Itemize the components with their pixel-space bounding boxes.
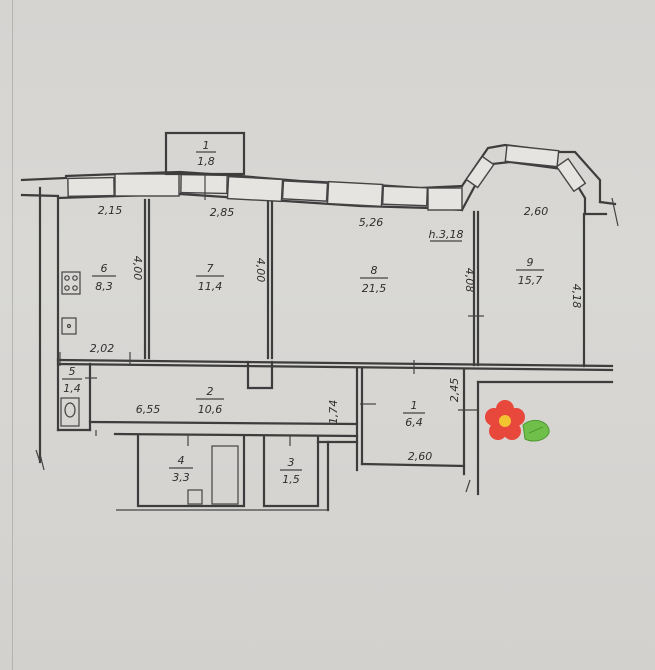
room-area: 15,7 — [518, 274, 543, 287]
dimension-ticks — [59, 352, 478, 411]
room-number: 8 — [371, 264, 378, 277]
dimension-label: 2,85 — [210, 206, 235, 219]
dimension-label: 2,60 — [524, 205, 549, 218]
room-area: 1,5 — [282, 473, 300, 486]
dimension-label: 2,02 — [90, 342, 115, 355]
room-number: 7 — [207, 262, 214, 275]
room-area: 1,8 — [197, 155, 215, 168]
room-3-label: 3 1,5 — [280, 456, 302, 486]
room-area: 10,6 — [198, 403, 223, 416]
room-area: 3,3 — [172, 471, 190, 484]
paper-margin-line — [12, 0, 13, 670]
room-number: 3 — [288, 456, 295, 469]
room-6-label: 6 8,3 — [92, 262, 116, 293]
flower-sticker-icon — [485, 400, 550, 442]
room-area: 6,4 — [405, 416, 423, 429]
dimension-label: 4,18 — [570, 284, 583, 309]
room-5-label: 5 1,4 — [62, 365, 82, 395]
room-balcony-label: 1 1,8 — [196, 139, 216, 168]
room-2-label: 2 10,6 — [196, 385, 224, 416]
dimension-label: 1,74 — [327, 400, 340, 425]
room-number: 4 — [178, 454, 185, 467]
dimension-label: 2,45 — [448, 378, 461, 403]
room-number: 2 — [207, 385, 214, 398]
dimension-label: 4,00 — [131, 256, 144, 281]
dimension-label: 4,00 — [254, 258, 267, 283]
room-number: 5 — [69, 365, 76, 378]
room-number: 1 — [203, 139, 210, 152]
facade-windows — [67, 144, 587, 211]
room-area: 8,3 — [95, 280, 113, 293]
room-number: 6 — [101, 262, 108, 275]
ceiling-height-label: h.3,18 — [429, 228, 464, 241]
toilet-icon — [60, 397, 80, 427]
fixtures — [60, 271, 291, 505]
balcony — [164, 131, 246, 200]
room-4-label: 4 3,3 — [169, 454, 193, 484]
room-labels: 1 1,8 6 8,3 7 11,4 8 21,5 9 — [62, 139, 544, 486]
room-area: 11,4 — [198, 280, 223, 293]
dimension-label: 2,15 — [98, 204, 123, 217]
stove-icon — [61, 271, 81, 295]
room-area: 21,5 — [362, 282, 387, 295]
room-9-label: 9 15,7 — [516, 256, 544, 287]
dimension-label: 6,55 — [136, 403, 161, 416]
dimension-label: 5,26 — [359, 216, 384, 229]
dimension-label: 4,08 — [463, 268, 476, 293]
dimension-label: 2,60 — [408, 450, 433, 463]
room-number: 1 — [411, 399, 418, 412]
interior-walls — [56, 198, 614, 512]
sink-icon — [61, 317, 77, 335]
room-8-label: 8 21,5 — [360, 264, 388, 295]
bathtub-icon — [187, 445, 239, 505]
room-number: 9 — [527, 256, 534, 269]
room-7-label: 7 11,4 — [196, 262, 224, 293]
room-1-hall-label: 1 6,4 — [403, 399, 425, 429]
dimension-labels: 2,15 2,85 5,26 2,60 h.3,18 4,00 4,00 4,0… — [90, 204, 583, 463]
room-area: 1,4 — [63, 382, 81, 395]
